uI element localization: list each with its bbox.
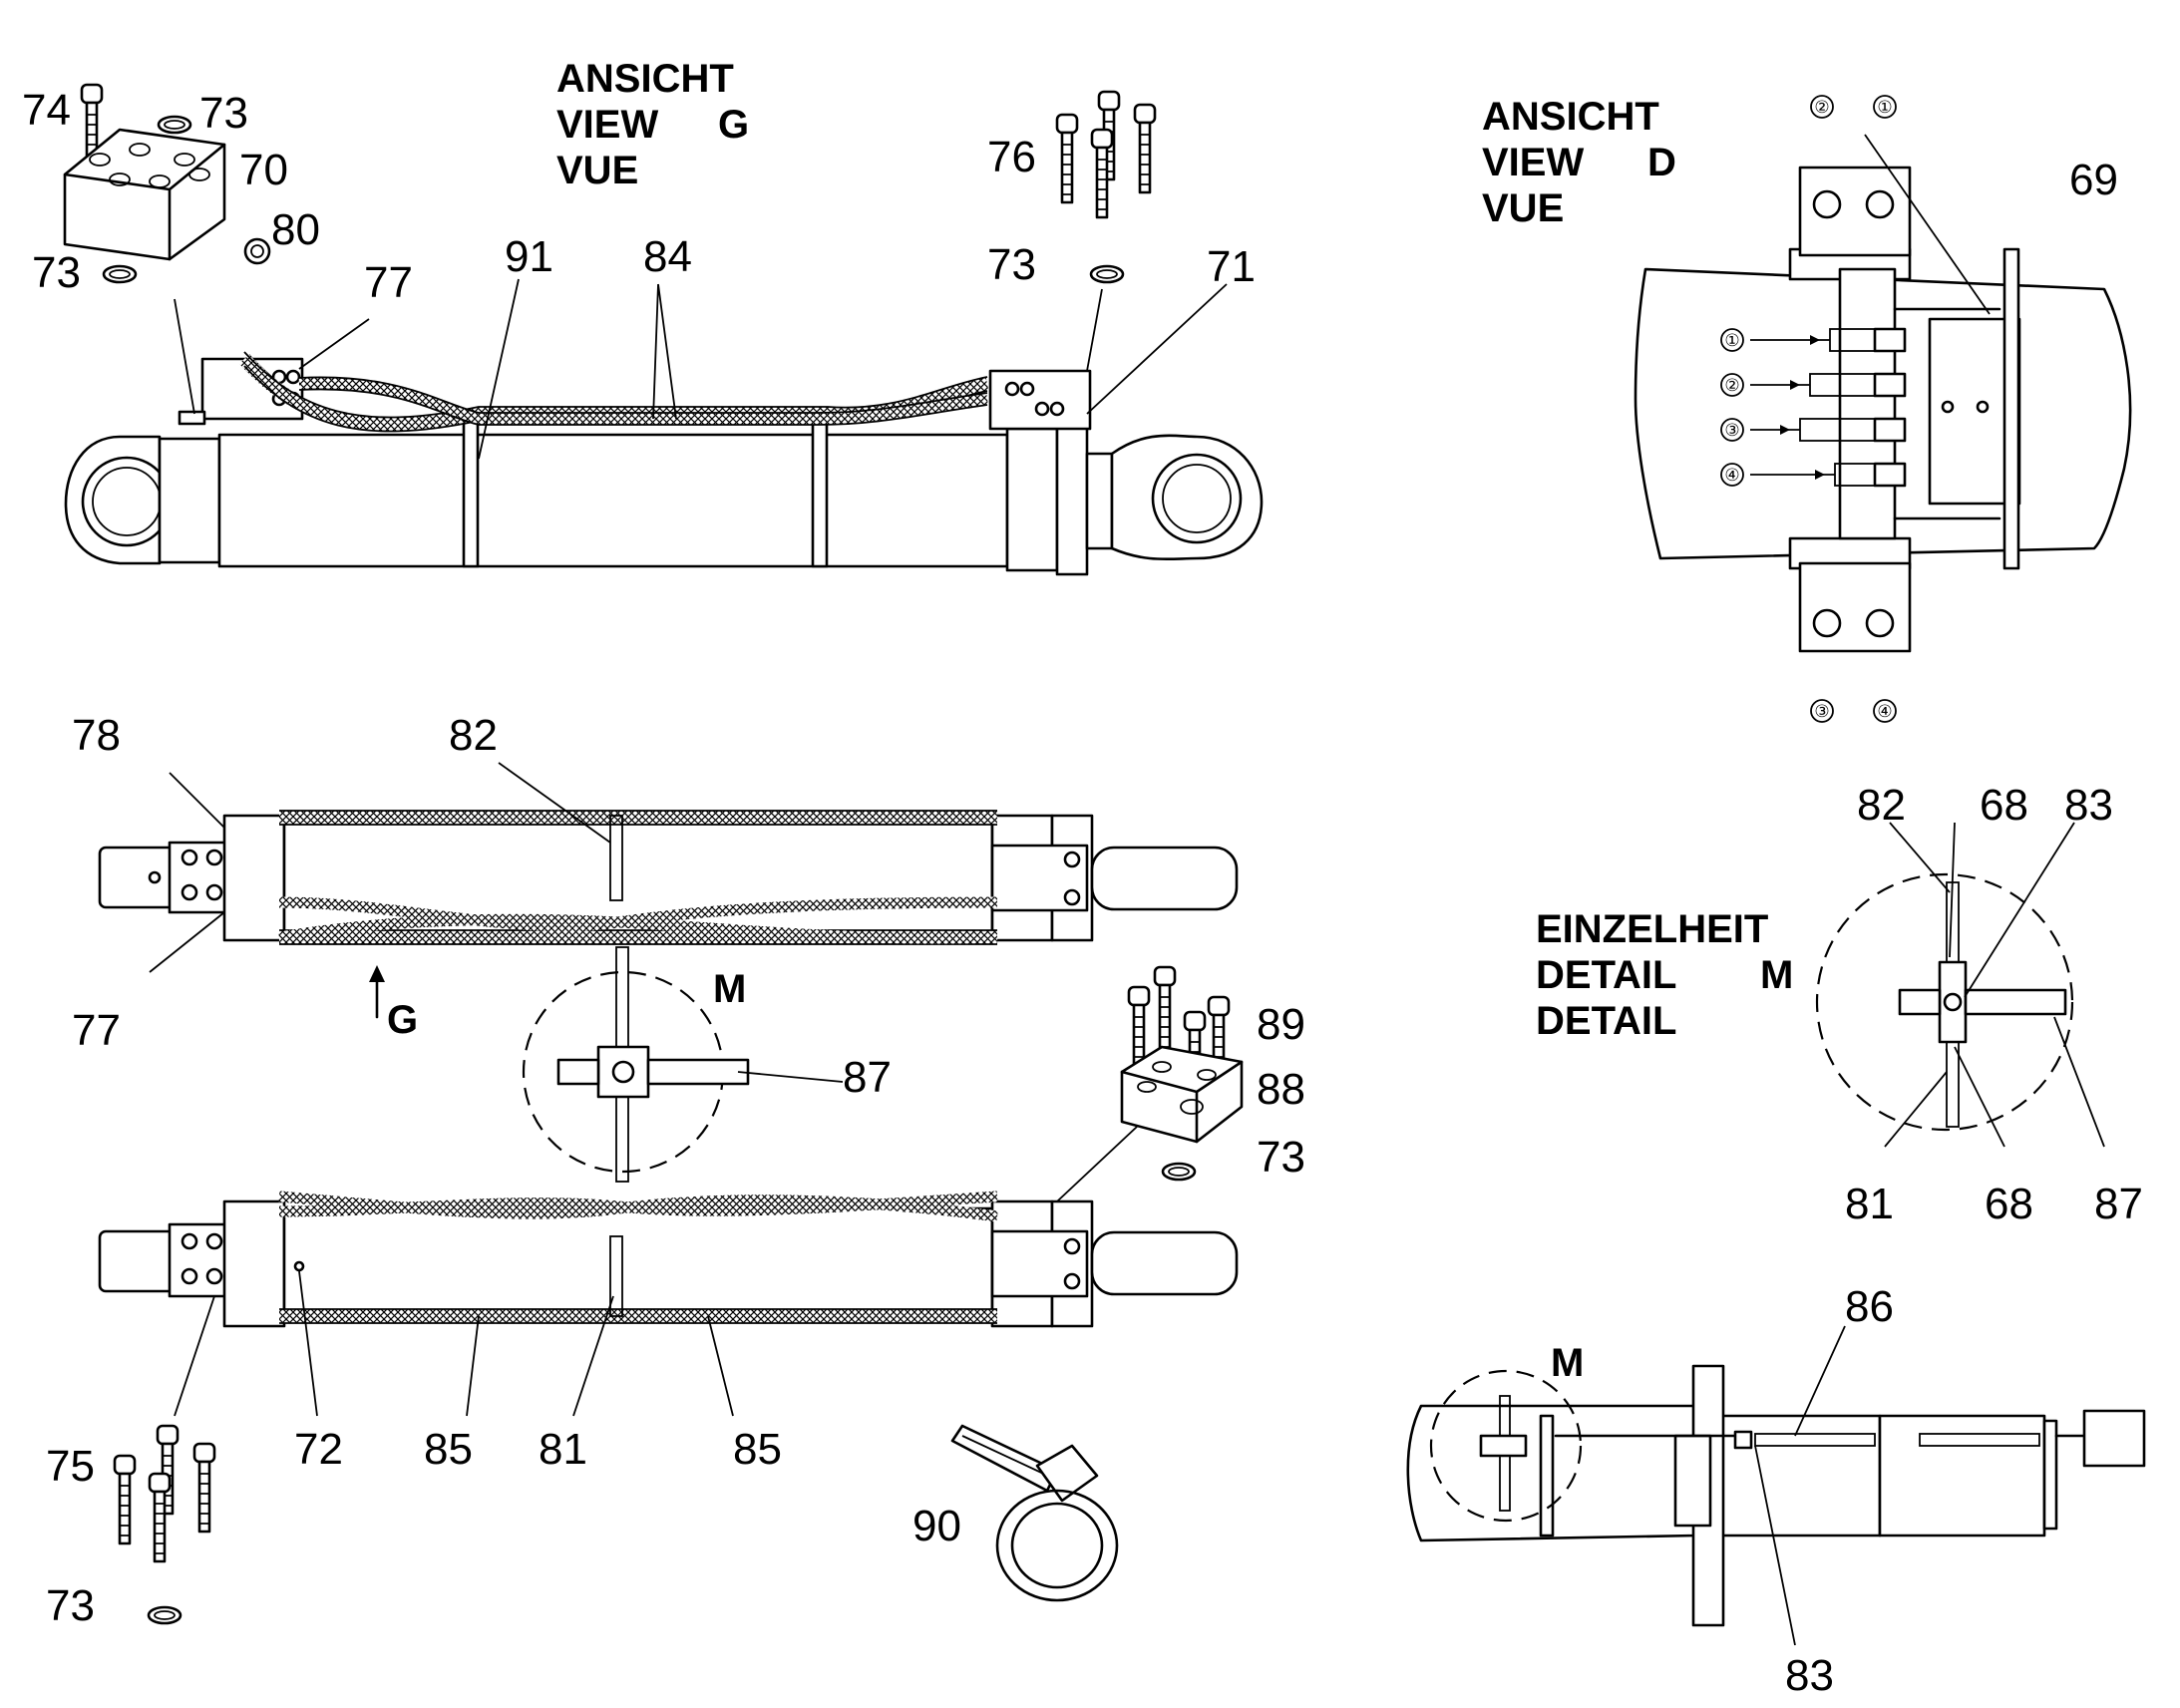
part-89: 89 xyxy=(1257,1000,1305,1049)
part-numbers: 74 73 70 80 73 77 91 84 76 73 71 78 82 7… xyxy=(22,86,2143,1700)
view-labels: ANSICHT VIEW G VUE ANSICHT VIEW D VUE EI… xyxy=(387,57,1793,1385)
detail-m-drawing xyxy=(1815,822,2105,1148)
part-91: 91 xyxy=(505,232,553,281)
part-73: 73 xyxy=(46,1581,95,1630)
detail-m-callout xyxy=(522,946,844,1183)
view-g-marker: G xyxy=(387,998,418,1042)
cylinder-top-view-lower xyxy=(98,1191,1239,1328)
block-88-exploded xyxy=(1056,965,1244,1202)
circle-2-top: ② xyxy=(1814,98,1829,117)
leaders-mid-upper xyxy=(149,762,611,973)
detail-m-letter: M xyxy=(1760,953,1793,997)
part-69: 69 xyxy=(2069,156,2118,204)
part-75: 75 xyxy=(46,1442,95,1491)
leaders-top-left xyxy=(298,278,1228,460)
part-82: 82 xyxy=(449,711,498,760)
leaders-mid-lower xyxy=(174,1270,734,1417)
bolts-76 xyxy=(1055,90,1157,372)
detail-m-marker-2: M xyxy=(1551,1341,1584,1385)
circle-3-left: ③ xyxy=(1724,421,1739,440)
block-70-exploded xyxy=(63,83,271,415)
part-84: 84 xyxy=(643,232,692,281)
view-d-title-2: VIEW xyxy=(1482,141,1584,184)
part-70: 70 xyxy=(239,146,288,194)
detail-m-title-2: DETAIL xyxy=(1536,953,1676,997)
detail-m-marker-1: M xyxy=(713,967,746,1011)
part-82: 82 xyxy=(1857,781,1906,830)
view-d-letter: D xyxy=(1647,141,1676,184)
part-85: 85 xyxy=(733,1425,782,1474)
cylinder-top-view-upper xyxy=(98,810,1239,945)
view-d-drawing xyxy=(1634,134,2132,653)
view-g-title-3: VUE xyxy=(556,149,638,192)
cylinder-side-view xyxy=(64,351,1264,576)
part-86: 86 xyxy=(1845,1282,1894,1331)
view-d-title-3: VUE xyxy=(1482,186,1564,230)
view-d-circle-marks: ② ① ① ② ③ ④ ③ ④ xyxy=(1720,95,1897,723)
part-74: 74 xyxy=(22,86,71,135)
view-g-arrow xyxy=(369,965,385,1019)
view-g-title-1: ANSICHT xyxy=(556,57,734,101)
part-80: 80 xyxy=(271,205,320,254)
view-g-title-2: VIEW xyxy=(556,103,658,147)
part-77: 77 xyxy=(72,1006,121,1055)
part-77: 77 xyxy=(364,258,413,307)
view-g-letter: G xyxy=(718,103,749,147)
part-73: 73 xyxy=(987,240,1036,289)
part-90: 90 xyxy=(912,1502,961,1550)
detail-m-title-3: DETAIL xyxy=(1536,999,1676,1043)
cable-tie-90 xyxy=(950,1424,1119,1602)
view-d-title-1: ANSICHT xyxy=(1482,95,1659,139)
part-83: 83 xyxy=(1785,1651,1834,1700)
part-85: 85 xyxy=(424,1425,473,1474)
part-87: 87 xyxy=(843,1053,892,1102)
part-81: 81 xyxy=(1845,1180,1894,1228)
circle-4-left: ④ xyxy=(1724,466,1739,485)
part-88: 88 xyxy=(1257,1065,1305,1114)
part-73: 73 xyxy=(199,89,248,138)
circle-4-bottom: ④ xyxy=(1877,702,1892,721)
circle-2-left: ② xyxy=(1724,376,1739,395)
part-71: 71 xyxy=(1207,242,1256,291)
part-72: 72 xyxy=(294,1425,343,1474)
circle-1-top: ① xyxy=(1877,98,1892,117)
part-81: 81 xyxy=(539,1425,587,1474)
detail-m-title-1: EINZELHEIT xyxy=(1536,907,1768,951)
part-73: 73 xyxy=(1257,1133,1305,1182)
circle-1-left: ① xyxy=(1724,331,1739,350)
part-73: 73 xyxy=(32,248,81,297)
part-68: 68 xyxy=(1985,1180,2033,1228)
part-76: 76 xyxy=(987,133,1036,181)
part-78: 78 xyxy=(72,711,121,760)
part-68: 68 xyxy=(1980,781,2028,830)
part-87: 87 xyxy=(2094,1180,2143,1228)
bolts-75 xyxy=(113,1424,216,1625)
boom-assembly xyxy=(1406,1325,2146,1646)
circle-3-bottom: ③ xyxy=(1814,702,1829,721)
part-83: 83 xyxy=(2064,781,2113,830)
